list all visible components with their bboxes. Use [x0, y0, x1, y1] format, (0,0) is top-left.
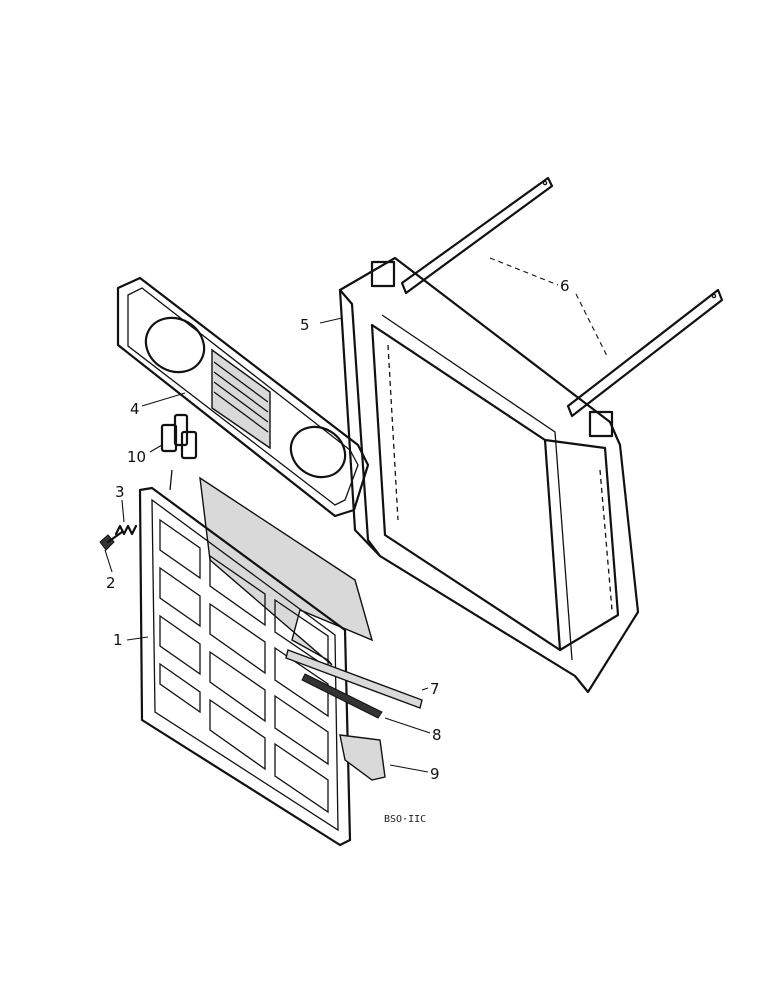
part-4-headlamp-panel [116, 276, 370, 518]
callout-9: 9 [430, 765, 440, 783]
grille-slats [213, 361, 269, 433]
callout-5: 5 [300, 316, 310, 334]
part-7-strip [285, 649, 423, 709]
part-5-frame [338, 256, 640, 694]
callout-1: 1 [113, 631, 123, 649]
callout-labels: 1 2 3 4 5 6 7 8 9 10 BSO·IIC [106, 277, 570, 825]
part-9-seal [339, 734, 386, 781]
callout-8: 8 [432, 726, 442, 744]
callout-3: 3 [115, 483, 125, 501]
callout-6: 6 [560, 277, 570, 295]
leader-lines [104, 257, 609, 773]
part-6-straps [400, 176, 724, 418]
callout-2: 2 [106, 574, 116, 592]
callout-10: 10 [127, 448, 146, 466]
callout-4: 4 [130, 400, 140, 418]
part-3-spring [114, 524, 138, 536]
part-8-strip [301, 673, 383, 719]
part-1-front-grille [138, 486, 352, 847]
grille-cells [159, 518, 329, 814]
part-10-clip [160, 413, 198, 491]
callout-7: 7 [430, 680, 440, 698]
part-2-bolt [99, 530, 124, 551]
reference-code: BSO·IIC [384, 814, 426, 825]
